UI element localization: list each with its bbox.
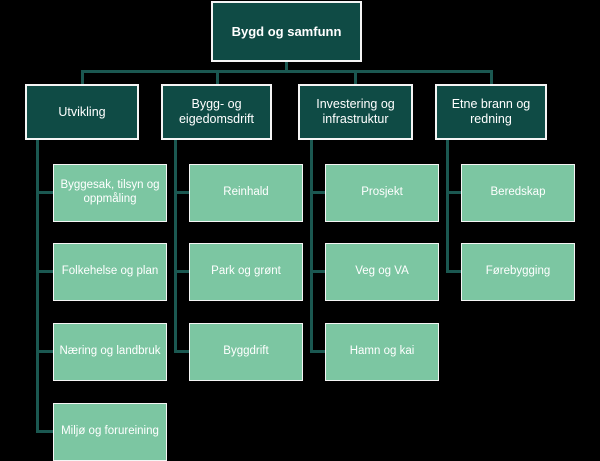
connector-horizontal-bus — [81, 70, 493, 73]
node-veg-og-va: Veg og VA — [325, 243, 439, 301]
connector-col2-stub-2 — [174, 270, 189, 273]
node-miljo-og-forureining: Miljø og forureining — [53, 403, 167, 461]
node-label: Bygd og samfunn — [231, 23, 342, 39]
node-hamn-og-kai: Hamn og kai — [325, 323, 439, 381]
node-label: Folkehelse og plan — [61, 265, 159, 278]
connector-col3-vertical — [310, 140, 313, 353]
node-label: Næring og landbruk — [59, 345, 161, 358]
connector-drop-investering — [354, 70, 357, 85]
node-label: Byggdrift — [223, 345, 269, 358]
node-label: Utvikling — [58, 104, 106, 119]
node-naering-og-landbruk: Næring og landbruk — [53, 323, 167, 381]
node-beredskap: Beredskap — [461, 164, 575, 222]
node-label: Reinhald — [223, 186, 269, 199]
node-label: Etne brann og redning — [451, 97, 531, 126]
connector-drop-brann — [490, 70, 493, 85]
connector-col4-stub-2 — [446, 270, 461, 273]
node-label: Førebygging — [485, 265, 551, 278]
node-label: Investering og infrastruktur — [316, 97, 395, 126]
connector-col2-stub-3 — [174, 350, 189, 353]
connector-col1-stub-1 — [36, 191, 53, 194]
node-utvikling: Utvikling — [25, 84, 139, 140]
node-label: Prosjekt — [361, 186, 403, 199]
connector-col4-stub-1 — [446, 191, 461, 194]
node-etne-brann-og-redning: Etne brann og redning — [435, 84, 547, 140]
node-bygd-og-samfunn: Bygd og samfunn — [211, 1, 362, 62]
connector-drop-bygg — [216, 70, 219, 85]
connector-col2-vertical — [174, 140, 177, 353]
connector-col1-vertical — [36, 140, 39, 433]
connector-col1-stub-4 — [36, 430, 53, 433]
node-prosjekt: Prosjekt — [325, 164, 439, 222]
node-label: Miljø og forureining — [61, 425, 159, 438]
node-label: Byggesak, tilsyn og oppmåling — [60, 179, 160, 205]
node-label: Veg og VA — [355, 265, 409, 278]
connector-col2-stub-1 — [174, 191, 189, 194]
node-label: Hamn og kai — [349, 345, 415, 358]
connector-root-stem — [285, 61, 288, 72]
node-byggdrift: Byggdrift — [189, 323, 303, 381]
node-label: Bygg- og eigedomsdrift — [178, 97, 255, 126]
connector-col1-stub-2 — [36, 270, 53, 273]
node-byggesak-tilsyn-og-oppmaling: Byggesak, tilsyn og oppmåling — [53, 164, 167, 222]
connector-col4-vertical — [446, 140, 449, 273]
connector-col1-stub-3 — [36, 350, 53, 353]
connector-drop-utvikling — [81, 70, 84, 85]
node-folkehelse-og-plan: Folkehelse og plan — [53, 243, 167, 301]
node-reinhald: Reinhald — [189, 164, 303, 222]
connector-col3-stub-3 — [310, 350, 325, 353]
node-park-og-gront: Park og grønt — [189, 243, 303, 301]
node-investering-og-infrastruktur: Investering og infrastruktur — [298, 84, 413, 140]
node-label: Beredskap — [490, 186, 546, 199]
node-forebygging: Førebygging — [461, 243, 575, 301]
connector-col3-stub-2 — [310, 270, 325, 273]
node-bygg-og-eigedomsdrift: Bygg- og eigedomsdrift — [161, 84, 272, 140]
connector-col3-stub-1 — [310, 191, 325, 194]
node-label: Park og grønt — [211, 265, 281, 278]
